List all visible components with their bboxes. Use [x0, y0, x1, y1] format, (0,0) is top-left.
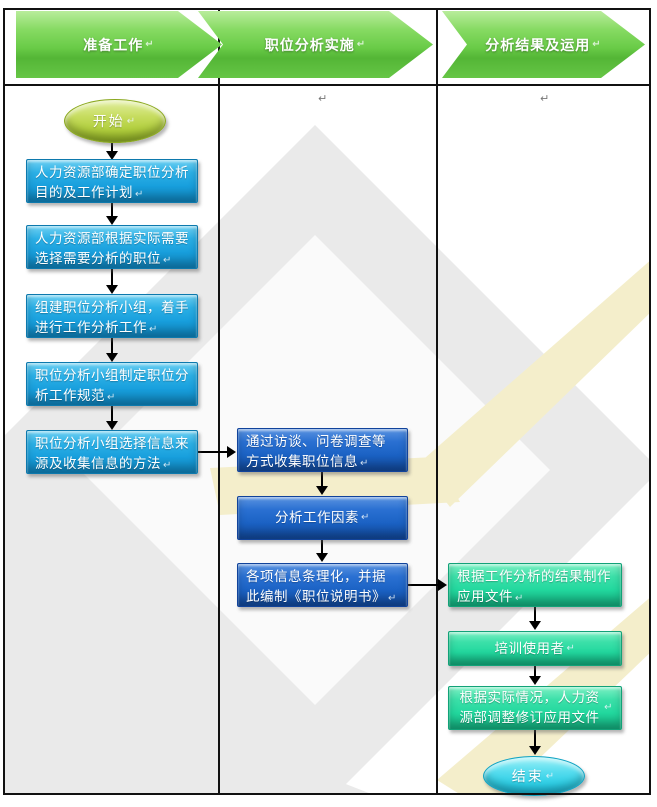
lane-header-label: 职位分析实施 [264, 36, 355, 53]
lane-header-label: 分析结果及运用 [485, 36, 591, 53]
arrowhead-right [438, 579, 447, 591]
step-train-users[interactable]: 培训使用者↵ [448, 631, 622, 666]
connector-line [321, 540, 323, 554]
connector-line [321, 472, 323, 487]
paragraph-mark: ↵ [545, 770, 557, 782]
lane-header-preparation[interactable]: 准备工作↵ [16, 11, 222, 78]
connector-line [534, 730, 536, 747]
connector-line [534, 607, 536, 622]
paragraph-mark: ↵ [126, 115, 138, 127]
paragraph-mark: ↵ [163, 255, 172, 266]
connector-line [198, 451, 228, 453]
arrowhead-down [106, 151, 118, 160]
step-choose-sources[interactable]: 职位分析小组选择信息来源及收集信息的方法↵ [26, 430, 198, 474]
paragraph-mark: ↵ [107, 392, 116, 403]
paragraph-mark: ↵ [361, 512, 370, 523]
column-separator-1 [218, 8, 220, 795]
lane-header-results[interactable]: 分析结果及运用↵ [442, 11, 645, 78]
paragraph-mark: ↵ [149, 324, 158, 335]
step-analyze-factors[interactable]: 分析工作因素↵ [237, 496, 408, 540]
connector-line [111, 141, 113, 152]
connector-line [111, 406, 113, 422]
arrowhead-down [106, 421, 118, 430]
paragraph-mark: ↵ [163, 460, 172, 471]
step-label: 职位分析小组选择信息来源及收集信息的方法 [35, 436, 189, 471]
arrowhead-down [106, 216, 118, 225]
paragraph-mark: ↵ [145, 39, 155, 50]
step-label: 人力资源部确定职位分析目的及工作计划 [35, 165, 189, 200]
step-set-standards[interactable]: 职位分析小组制定职位分析工作规范↵ [26, 362, 198, 406]
column-separator-2 [436, 8, 438, 795]
start-node[interactable]: 开始↵ [64, 99, 166, 143]
step-form-team[interactable]: 组建职位分析小组，着手进行工作分析工作↵ [26, 294, 198, 338]
step-label: 根据工作分析的结果制作应用文件 [457, 569, 611, 604]
paragraph-mark: ↵ [604, 702, 613, 713]
paragraph-mark: ↵ [356, 39, 367, 50]
paragraph-mark: ↵ [515, 593, 524, 604]
paragraph-mark: ↵ [540, 93, 550, 105]
step-label: 通过访谈、问卷调查等方式收集职位信息 [246, 434, 386, 469]
step-label: 培训使用者 [494, 640, 565, 656]
paragraph-mark: ↵ [592, 39, 602, 50]
step-label: 根据实际情况，人力资源部调整修订应用文件 [459, 690, 600, 725]
start-label: 开始 [92, 113, 125, 129]
step-select-positions[interactable]: 人力资源部根据实际需要选择需要分析的职位↵ [26, 225, 198, 269]
connector-line [534, 666, 536, 677]
step-collect-info[interactable]: 通过访谈、问卷调查等方式收集职位信息↵ [237, 428, 408, 472]
arrowhead-down [106, 285, 118, 294]
lane-header-label: 准备工作 [83, 36, 144, 53]
arrowhead-down [529, 746, 541, 755]
step-compile-description[interactable]: 各项信息条理化，并据此编制《职位说明书》↵ [237, 563, 408, 607]
lane-header-implementation[interactable]: 职位分析实施↵ [198, 11, 433, 78]
end-node[interactable]: 结束↵ [483, 756, 585, 796]
step-label: 分析工作因素 [275, 510, 360, 525]
arrowhead-down [316, 553, 328, 562]
step-label: 职位分析小组制定职位分析工作规范 [35, 368, 189, 403]
step-create-documents[interactable]: 根据工作分析的结果制作应用文件↵ [448, 563, 622, 607]
step-label: 人力资源部根据实际需要选择需要分析的职位 [35, 231, 189, 266]
arrowhead-right [227, 446, 236, 458]
arrowhead-down [316, 486, 328, 495]
connector-line [408, 584, 439, 586]
arrowhead-down [106, 353, 118, 362]
end-label: 结束 [511, 768, 544, 784]
paragraph-mark: ↵ [135, 189, 144, 200]
paragraph-mark: ↵ [566, 642, 576, 654]
step-label: 各项信息条理化，并据此编制《职位说明书》 [246, 569, 386, 604]
paragraph-mark: ↵ [318, 93, 328, 105]
connector-line [111, 269, 113, 286]
connector-line [111, 338, 113, 354]
arrowhead-down [529, 676, 541, 685]
header-row-separator [3, 84, 651, 86]
connector-line [111, 203, 113, 217]
step-label: 组建职位分析小组，着手进行工作分析工作 [35, 300, 189, 335]
step-determine-purpose[interactable]: 人力资源部确定职位分析目的及工作计划↵ [26, 159, 198, 203]
paragraph-mark: ↵ [388, 593, 397, 604]
step-revise-documents[interactable]: 根据实际情况，人力资源部调整修订应用文件 ↵ [448, 686, 622, 730]
paragraph-mark: ↵ [360, 458, 369, 469]
arrowhead-down [529, 621, 541, 630]
